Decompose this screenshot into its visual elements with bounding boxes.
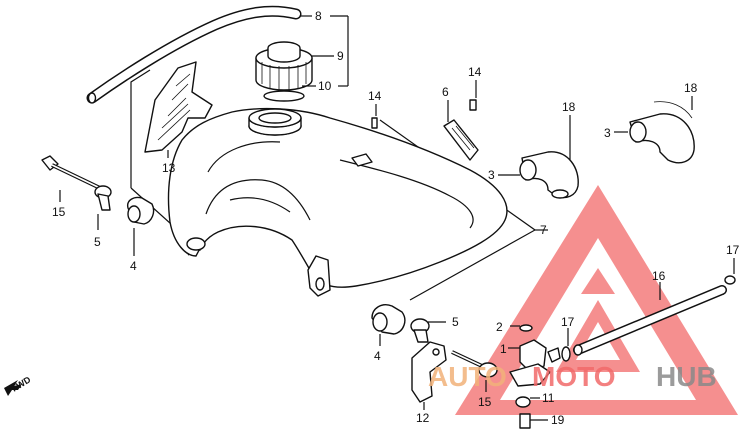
watermark-auto: AUTO bbox=[428, 361, 507, 392]
callout-9: 9 bbox=[337, 49, 344, 63]
callout-4-left: 4 bbox=[130, 259, 137, 273]
bolt-upper-right bbox=[469, 99, 477, 111]
callout-3-right: 3 bbox=[604, 126, 611, 140]
callout-10: 10 bbox=[318, 79, 332, 93]
callout-18-right: 18 bbox=[684, 81, 698, 95]
hose-clip-lower bbox=[561, 346, 571, 362]
callout-5-left: 5 bbox=[94, 235, 101, 249]
callout-1: 1 bbox=[500, 342, 507, 356]
forward-arrow bbox=[4, 380, 22, 396]
callout-7: 7 bbox=[540, 223, 547, 237]
callout-4-bottom: 4 bbox=[374, 349, 381, 363]
callout-11: 11 bbox=[542, 391, 555, 405]
side-cover-mid bbox=[519, 151, 579, 199]
callout-labels: 1 2 3 3 4 4 5 5 6 7 8 9 10 11 12 13 14 1… bbox=[10, 9, 740, 427]
fuel-valve-bracket bbox=[443, 119, 479, 161]
callout-2: 2 bbox=[496, 320, 503, 334]
callout-15-bottom: 15 bbox=[478, 395, 492, 409]
fuel-cap bbox=[255, 41, 313, 102]
callout-14-right: 14 bbox=[468, 65, 482, 79]
callout-8: 8 bbox=[315, 9, 322, 23]
callout-16: 16 bbox=[652, 269, 666, 283]
bolt-upper-left bbox=[371, 117, 378, 129]
bolt-left bbox=[41, 155, 101, 190]
hose-clip-right bbox=[724, 275, 736, 285]
callout-18-mid: 18 bbox=[562, 100, 576, 114]
callout-12: 12 bbox=[416, 411, 430, 425]
watermark-text: AUTO MOTO HUB bbox=[428, 361, 717, 392]
fwd-label: FWD bbox=[10, 374, 33, 394]
leader-lines bbox=[59, 15, 735, 421]
fuel-valve bbox=[509, 324, 561, 429]
callout-14-left: 14 bbox=[368, 89, 382, 103]
watermark-hub: HUB bbox=[656, 361, 717, 392]
callout-19: 19 bbox=[551, 413, 565, 427]
callout-15-left: 15 bbox=[52, 205, 66, 219]
collar-left bbox=[94, 185, 112, 211]
callout-5-bottom: 5 bbox=[452, 315, 459, 329]
fuel-breather-hose bbox=[86, 5, 302, 104]
side-cover-right bbox=[629, 101, 695, 164]
collar-bottom bbox=[410, 318, 430, 343]
callout-6: 6 bbox=[442, 85, 449, 99]
mounting-bracket bbox=[411, 341, 447, 403]
fuel-hose bbox=[573, 285, 727, 356]
callout-17-lower: 17 bbox=[561, 315, 575, 329]
bolt-bottom bbox=[451, 350, 498, 378]
callout-3-mid: 3 bbox=[488, 168, 495, 182]
tank-decal bbox=[144, 61, 213, 153]
fuel-tank bbox=[167, 107, 508, 297]
callout-13: 13 bbox=[162, 161, 176, 175]
callout-17-right: 17 bbox=[726, 243, 740, 257]
watermark-moto: MOTO bbox=[532, 361, 615, 392]
rubber-mount-bottom bbox=[371, 304, 406, 335]
rubber-mount-left bbox=[127, 196, 155, 225]
